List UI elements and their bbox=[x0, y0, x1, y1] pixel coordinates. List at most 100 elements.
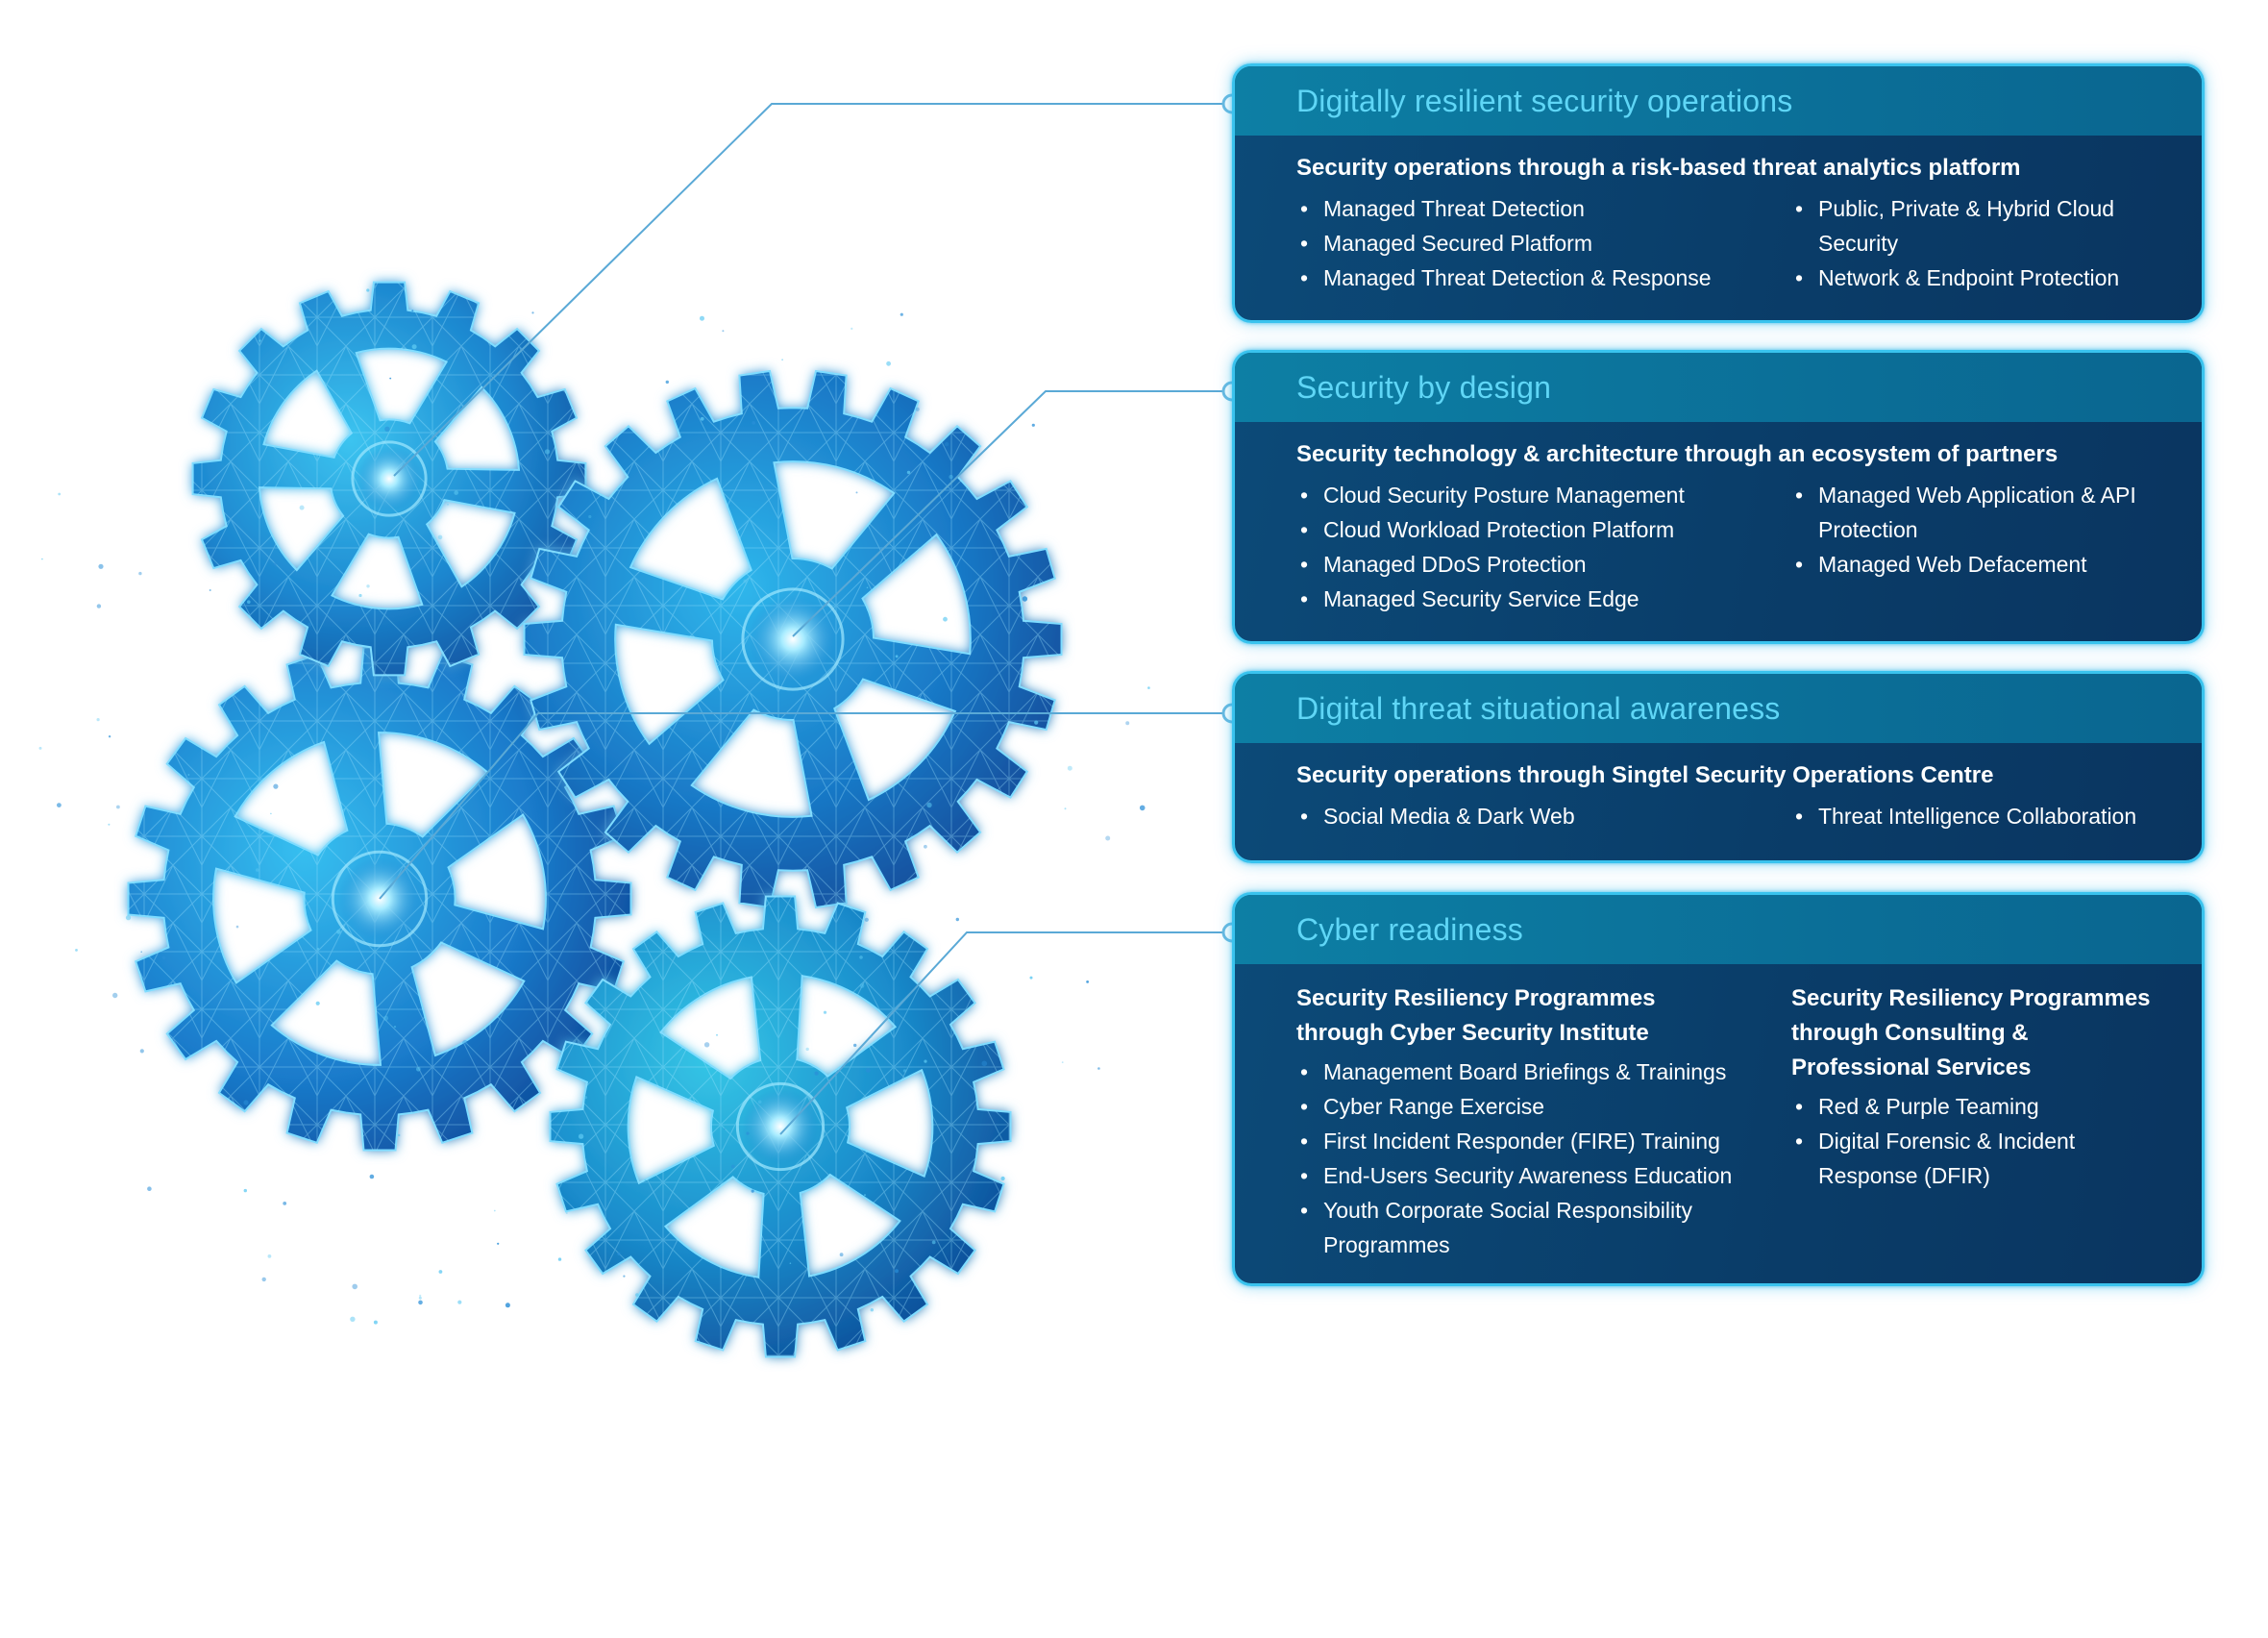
sparkle-dot bbox=[723, 1128, 726, 1130]
sparkle-dot bbox=[411, 344, 417, 350]
sparkle-dot bbox=[578, 1133, 584, 1139]
sparkle-dot bbox=[870, 1035, 873, 1038]
sparkle-dot bbox=[125, 915, 132, 921]
panel-digitally-resilient-security-operations: Digitally resilient security operations … bbox=[1232, 63, 2205, 323]
sparkle-dot bbox=[859, 956, 863, 959]
sparkle-dot bbox=[1029, 976, 1033, 980]
sparkle-dot bbox=[859, 983, 865, 988]
connector-line-4 bbox=[779, 931, 1232, 1135]
sparkle-dot bbox=[722, 330, 725, 333]
sparkle-dot bbox=[531, 311, 534, 314]
sparkle-dot bbox=[147, 1186, 152, 1191]
sparkle-dot bbox=[1031, 423, 1035, 427]
gear-bottom-right-icon bbox=[549, 895, 1012, 1358]
connector-line-1 bbox=[393, 103, 1232, 477]
list-item: Cyber Range Exercise bbox=[1296, 1089, 1748, 1124]
sparkle-dot bbox=[187, 774, 190, 776]
sparkle-dot bbox=[350, 1316, 356, 1323]
sparkle-dot bbox=[454, 490, 459, 495]
sparkle-dot bbox=[915, 407, 920, 411]
panel-title: Digitally resilient security operations bbox=[1296, 83, 1793, 118]
bullet-list-left: Management Board Briefings & Trainings C… bbox=[1296, 1055, 1748, 1262]
panel-subtitle: Security technology & architecture throu… bbox=[1296, 441, 2058, 467]
sparkle-dot bbox=[270, 812, 272, 815]
sparkle-dot bbox=[584, 1096, 588, 1100]
sparkle-dot bbox=[839, 1253, 844, 1257]
sparkle-dot bbox=[108, 735, 111, 738]
list-item: Threat Intelligence Collaboration bbox=[1791, 799, 2163, 833]
sparkle-dot bbox=[393, 1026, 397, 1029]
sparkle-dot bbox=[221, 756, 224, 757]
sparkle-dot bbox=[243, 1188, 247, 1193]
sparkle-dot bbox=[864, 917, 869, 922]
sparkle-dot bbox=[850, 327, 853, 330]
bullet-list-right: Red & Purple Teaming Digital Forensic & … bbox=[1791, 1089, 2157, 1193]
sparkle-dot bbox=[949, 474, 953, 480]
gear-hub-glow bbox=[742, 1088, 819, 1165]
panel-title: Digital threat situational awareness bbox=[1296, 690, 1781, 726]
list-item: Managed Security Service Edge bbox=[1296, 582, 1791, 616]
sparkle-dot bbox=[235, 925, 239, 929]
list-item: Managed Threat Detection bbox=[1296, 191, 1791, 226]
sparkle-dot bbox=[344, 1059, 348, 1062]
panel-columns: Cloud Security Posture Management Cloud … bbox=[1296, 478, 2163, 616]
sparkle-dot bbox=[138, 571, 142, 576]
gear-hub-glow bbox=[357, 446, 422, 511]
sparkle-dot bbox=[259, 339, 261, 342]
sparkle-dot bbox=[902, 1069, 907, 1073]
list-item: Managed Secured Platform bbox=[1296, 226, 1791, 261]
sparkle-dot bbox=[382, 1015, 389, 1021]
sparkle-dot bbox=[75, 949, 78, 952]
panel-body: Security operations through a risk-based… bbox=[1235, 136, 2202, 295]
panel-title: Security by design bbox=[1296, 369, 1552, 405]
sparkle-dot bbox=[366, 288, 370, 292]
gear-hub-ring bbox=[741, 587, 845, 691]
sparkle-dot bbox=[746, 1131, 750, 1135]
sparkle-dot bbox=[98, 563, 104, 569]
sparkle-dot bbox=[814, 1071, 819, 1076]
sparkle-dot bbox=[369, 1174, 375, 1179]
sparkle-dot bbox=[1067, 765, 1072, 771]
list-item: Managed Web Defacement bbox=[1791, 547, 2163, 582]
sparkle-dot bbox=[926, 802, 932, 808]
sparkle-dot bbox=[366, 584, 370, 588]
sparkle-dot bbox=[1147, 686, 1150, 689]
sparkle-dot bbox=[751, 1189, 754, 1193]
panel-body: Security operations through Singtel Secu… bbox=[1235, 743, 2202, 833]
sparkle-dot bbox=[261, 1277, 266, 1282]
sparkle-dot bbox=[438, 1270, 443, 1274]
bullet-list-left: Social Media & Dark Web bbox=[1296, 799, 1791, 833]
column-subtitle: Security Resiliency Programmes through C… bbox=[1296, 985, 1656, 1046]
sparkle-dot bbox=[38, 746, 42, 750]
sparkle-dot bbox=[1061, 1061, 1064, 1063]
panel-cyber-readiness: Cyber readiness Security Resiliency Prog… bbox=[1232, 892, 2205, 1286]
sparkle-dot bbox=[944, 442, 949, 447]
sparkle-dot bbox=[1000, 1176, 1005, 1181]
gear-hub-ring bbox=[331, 850, 429, 948]
sparkle-dot bbox=[895, 655, 899, 658]
bullet-list-right: Threat Intelligence Collaboration bbox=[1791, 799, 2163, 833]
sparkle-dot bbox=[900, 312, 903, 316]
list-item: First Incident Responder (FIRE) Training bbox=[1296, 1124, 1748, 1158]
sparkle-dot bbox=[373, 1320, 378, 1325]
bullet-list-left: Managed Threat Detection Managed Secured… bbox=[1296, 191, 1791, 295]
panel-body: Security Resiliency Programmes through C… bbox=[1235, 964, 2202, 1262]
sparkle-dot bbox=[308, 622, 312, 627]
sparkle-dot bbox=[140, 951, 142, 953]
list-item: Cloud Security Posture Management bbox=[1296, 478, 1791, 512]
sparkle-dot bbox=[757, 1100, 762, 1104]
sparkle-dot bbox=[256, 868, 259, 872]
sparkle-dot bbox=[588, 514, 592, 519]
list-item: Social Media & Dark Web bbox=[1296, 799, 1791, 833]
sparkle-dot bbox=[623, 1275, 626, 1278]
panel-columns: Managed Threat Detection Managed Secured… bbox=[1296, 191, 2163, 295]
sparkle-dot bbox=[886, 360, 891, 366]
bullet-list-left: Cloud Security Posture Management Cloud … bbox=[1296, 478, 1791, 616]
panel-title: Cyber readiness bbox=[1296, 911, 1523, 947]
sparkle-dot bbox=[96, 718, 100, 722]
column-right: Security Resiliency Programmes through C… bbox=[1791, 981, 2163, 1262]
sparkle-dot bbox=[505, 1303, 510, 1308]
gear-top-left-icon bbox=[191, 281, 587, 677]
sparkle-dot bbox=[247, 600, 251, 604]
